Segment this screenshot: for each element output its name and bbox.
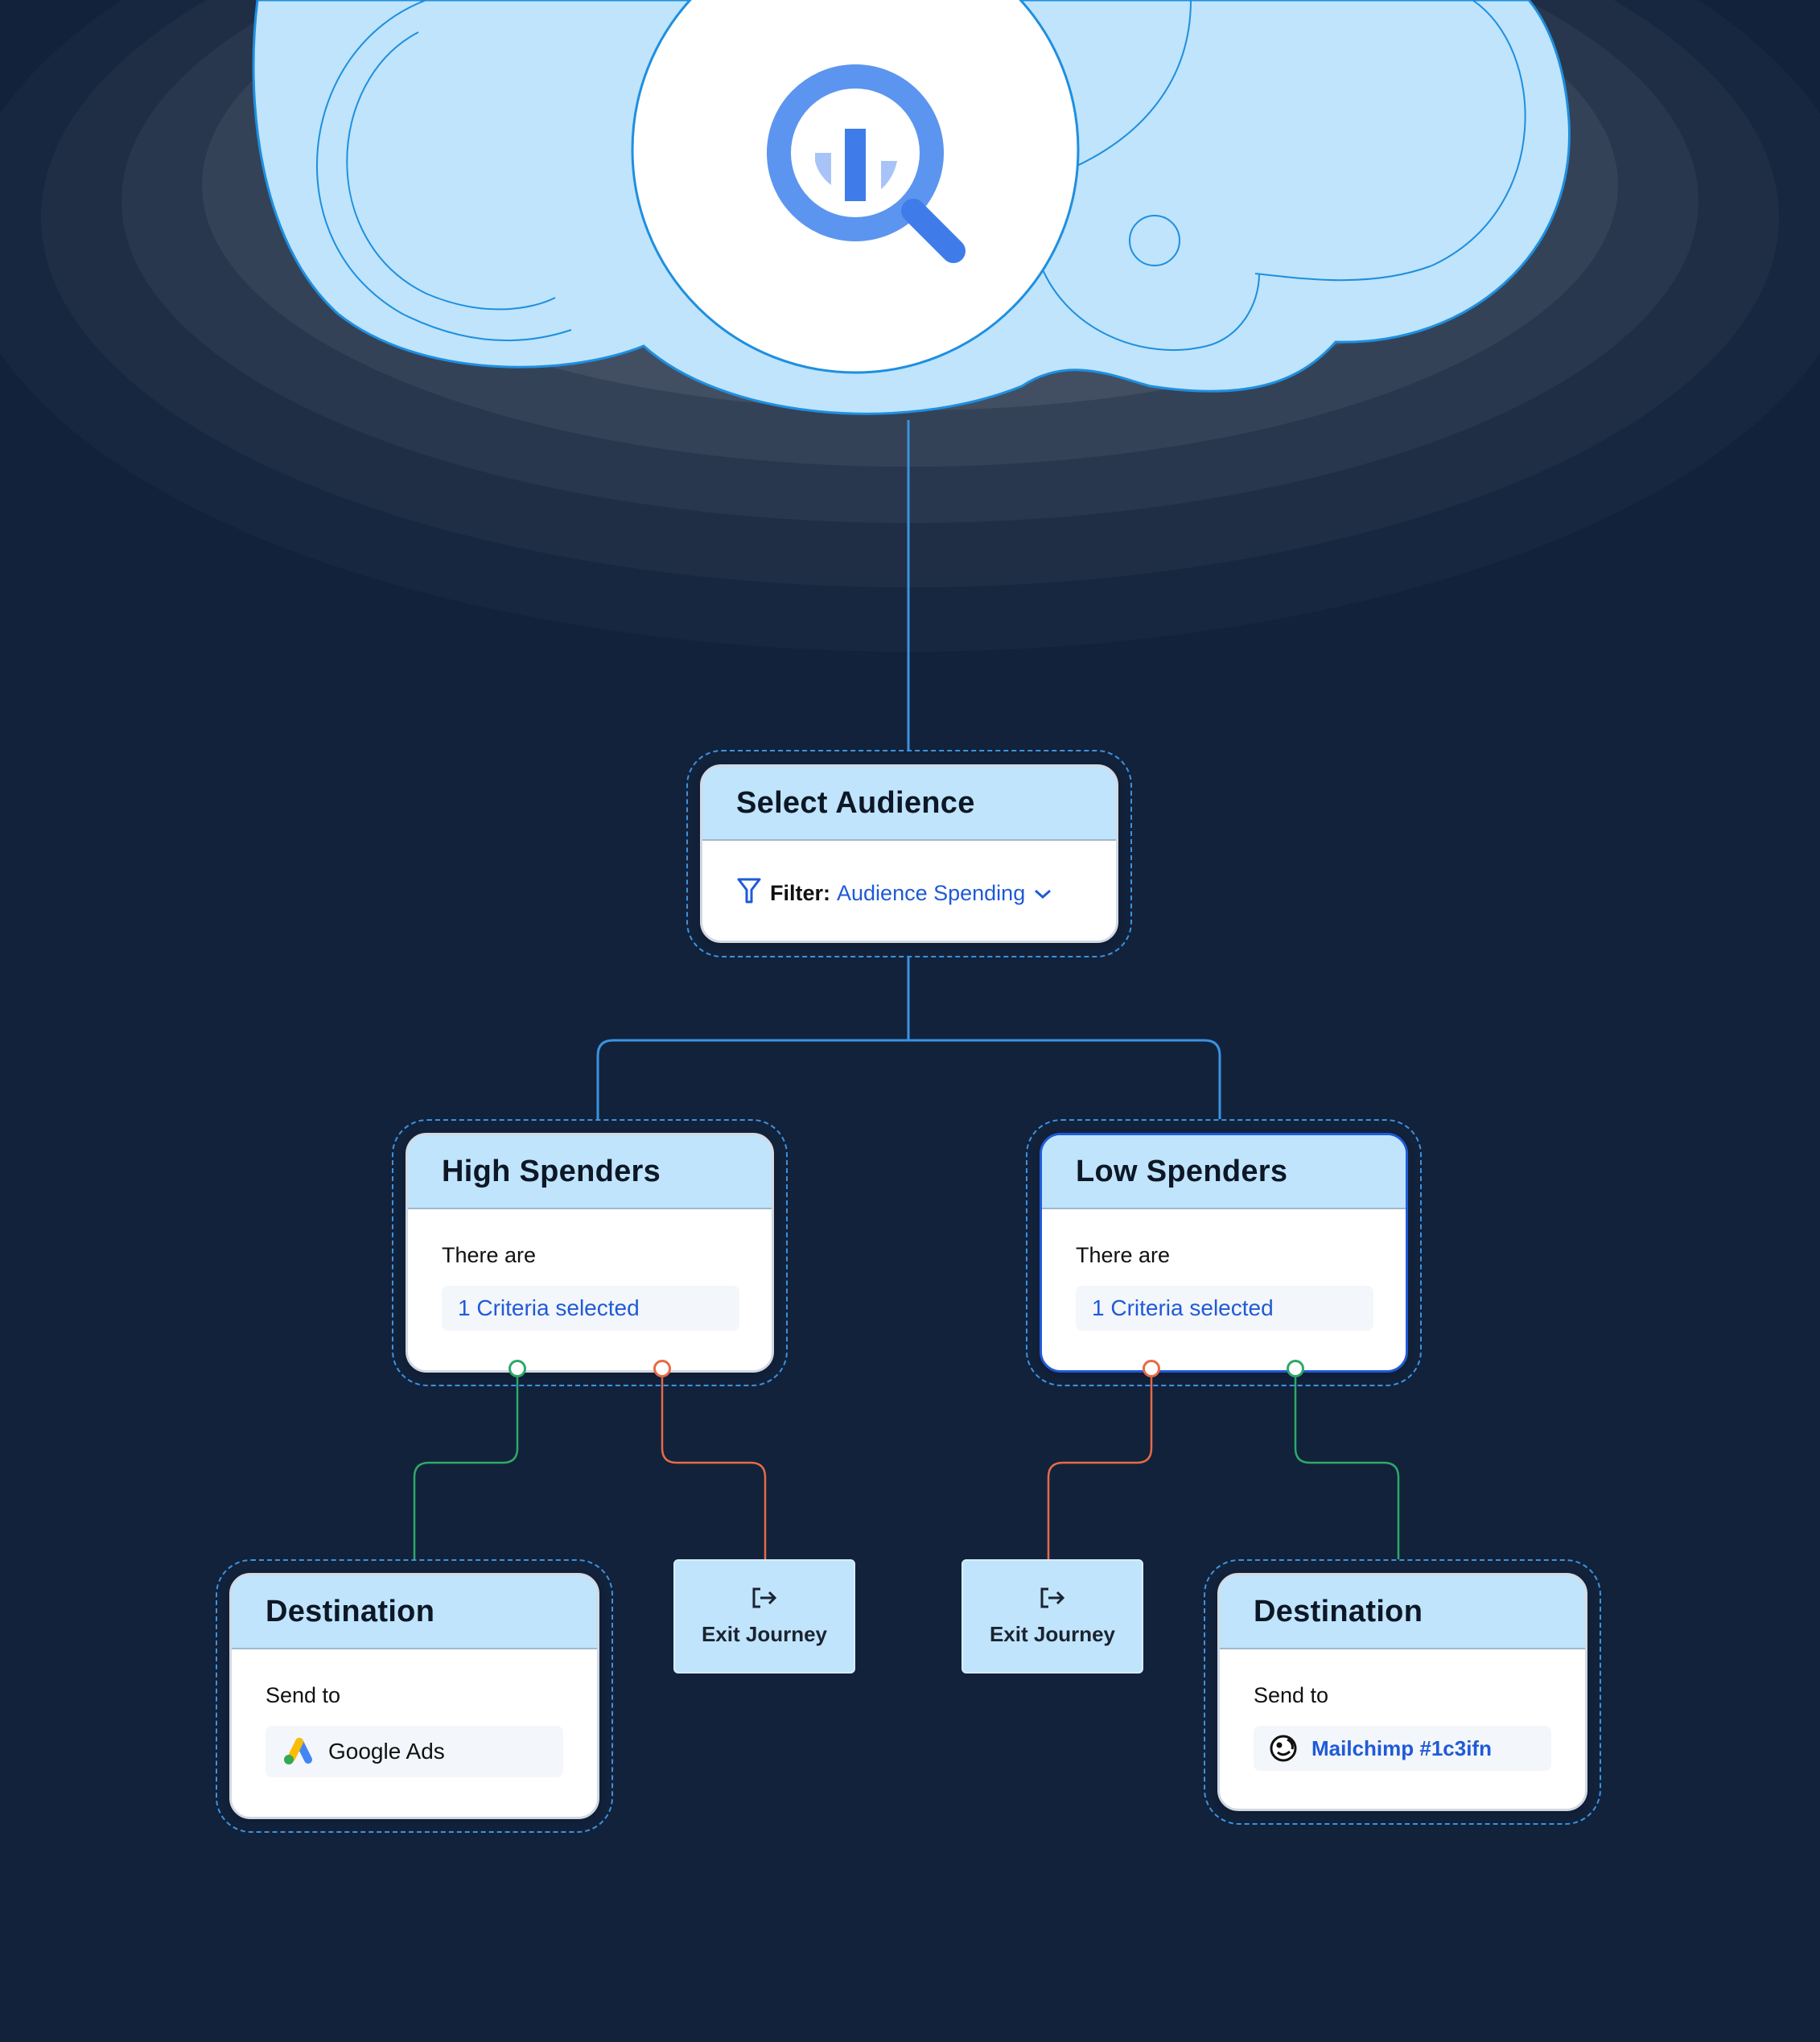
card-title: High Spenders [408,1135,772,1209]
destination-right-outline [1204,1559,1601,1825]
yes-port[interactable] [1287,1360,1304,1377]
exit-journey-left[interactable]: Exit Journey [673,1559,855,1674]
condition-label: There are [1076,1243,1171,1267]
chevron-down-icon[interactable] [1033,881,1052,906]
card-title: Destination [232,1575,597,1649]
destination-right-card[interactable]: Destination Send to Mailchimp #1c3ifn [1217,1573,1587,1811]
card-title: Low Spenders [1042,1135,1406,1209]
criteria-pill[interactable]: 1 Criteria selected [1076,1286,1373,1331]
card-title: Select Audience [702,767,1116,841]
exit-label: Exit Journey [701,1622,828,1646]
select-audience-card[interactable]: Select Audience Filter: Audience Spendin… [700,764,1118,943]
google-ads-icon [282,1737,314,1766]
branch-lines [413,1377,1400,1559]
filter-label: Filter: [770,881,831,905]
destination-name: Mailchimp #1c3ifn [1311,1735,1492,1760]
exit-icon [751,1586,778,1616]
destination-target[interactable]: Mailchimp #1c3ifn [1254,1726,1551,1771]
low-spenders-card[interactable]: Low Spenders There are 1 Criteria select… [1040,1133,1408,1373]
destination-target[interactable]: Google Ads [266,1726,563,1777]
condition-label: There are [442,1243,537,1267]
filter-value[interactable]: Audience Spending [837,881,1026,905]
filter-row[interactable]: Filter: Audience Spending [736,876,1082,911]
bigquery-magnifier-icon [767,64,966,263]
yes-port[interactable] [509,1360,526,1377]
destination-left-card[interactable]: Destination Send to Google Ads [229,1573,599,1819]
high-spenders-outline [392,1119,788,1386]
no-port[interactable] [1143,1360,1160,1377]
card-title: Destination [1220,1575,1585,1649]
no-port[interactable] [653,1360,671,1377]
exit-icon [1039,1586,1066,1616]
low-spenders-outline [1026,1119,1422,1386]
mailchimp-icon [1270,1735,1297,1762]
select-audience-outline [686,750,1132,957]
send-to-label: Send to [266,1683,341,1707]
destination-name: Google Ads [328,1739,445,1764]
exit-label: Exit Journey [989,1622,1116,1646]
funnel-icon [736,876,762,911]
destination-left-outline [216,1559,613,1833]
send-to-label: Send to [1254,1683,1329,1707]
criteria-pill[interactable]: 1 Criteria selected [442,1286,739,1331]
exit-journey-right[interactable]: Exit Journey [961,1559,1143,1674]
high-spenders-card[interactable]: High Spenders There are 1 Criteria selec… [406,1133,774,1373]
connectors [596,420,1221,1119]
